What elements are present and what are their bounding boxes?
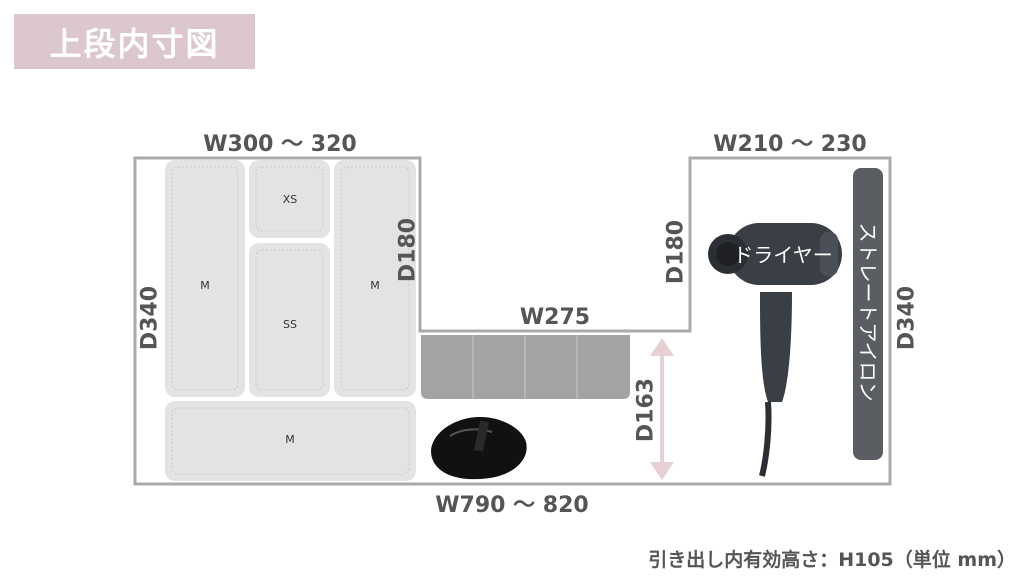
title-banner: 上段内寸図 — [14, 14, 255, 69]
dim-middle-width: W275 — [520, 305, 590, 330]
tray-ss — [249, 243, 330, 397]
drawer-outline — [133, 156, 892, 486]
dim-right-depth: D340 — [895, 286, 920, 350]
dryer-icon — [708, 223, 842, 477]
dim-left-step-depth: D180 — [396, 218, 421, 282]
tray-label-m-bottom: M — [285, 433, 295, 446]
tray-xs — [249, 160, 330, 238]
tray-label-xs: XS — [283, 193, 298, 206]
tray-m-right — [334, 160, 416, 397]
tray-m-bottom — [165, 401, 416, 481]
tray-label-m-left: M — [200, 279, 210, 292]
tray-label-ss: SS — [283, 318, 297, 331]
dim-top-left-width: W300 ～ 320 — [203, 132, 356, 157]
iron-label: ストレートアイロン — [856, 223, 880, 402]
iron-icon — [853, 168, 883, 460]
page-title: 上段内寸図 — [49, 24, 220, 63]
dim-bottom-width: W790 ～ 820 — [435, 493, 588, 518]
depth-arrow — [650, 338, 674, 480]
dim-right-step-depth: D180 — [664, 220, 689, 284]
tray-m-left — [165, 160, 245, 397]
tray-label-m-right: M — [370, 279, 380, 292]
brush-icon — [431, 416, 527, 480]
dim-left-depth: D340 — [138, 286, 163, 350]
bin-group — [421, 335, 630, 399]
footer-note: 引き出し内有効高さ：H105（単位 mm） — [648, 549, 1016, 571]
dim-gap-depth: D163 — [634, 378, 659, 442]
dim-top-right-width: W210 ～ 230 — [713, 132, 866, 157]
dryer-label: ドライヤー — [733, 243, 832, 267]
tray-group: M XS SS M M — [165, 160, 416, 481]
